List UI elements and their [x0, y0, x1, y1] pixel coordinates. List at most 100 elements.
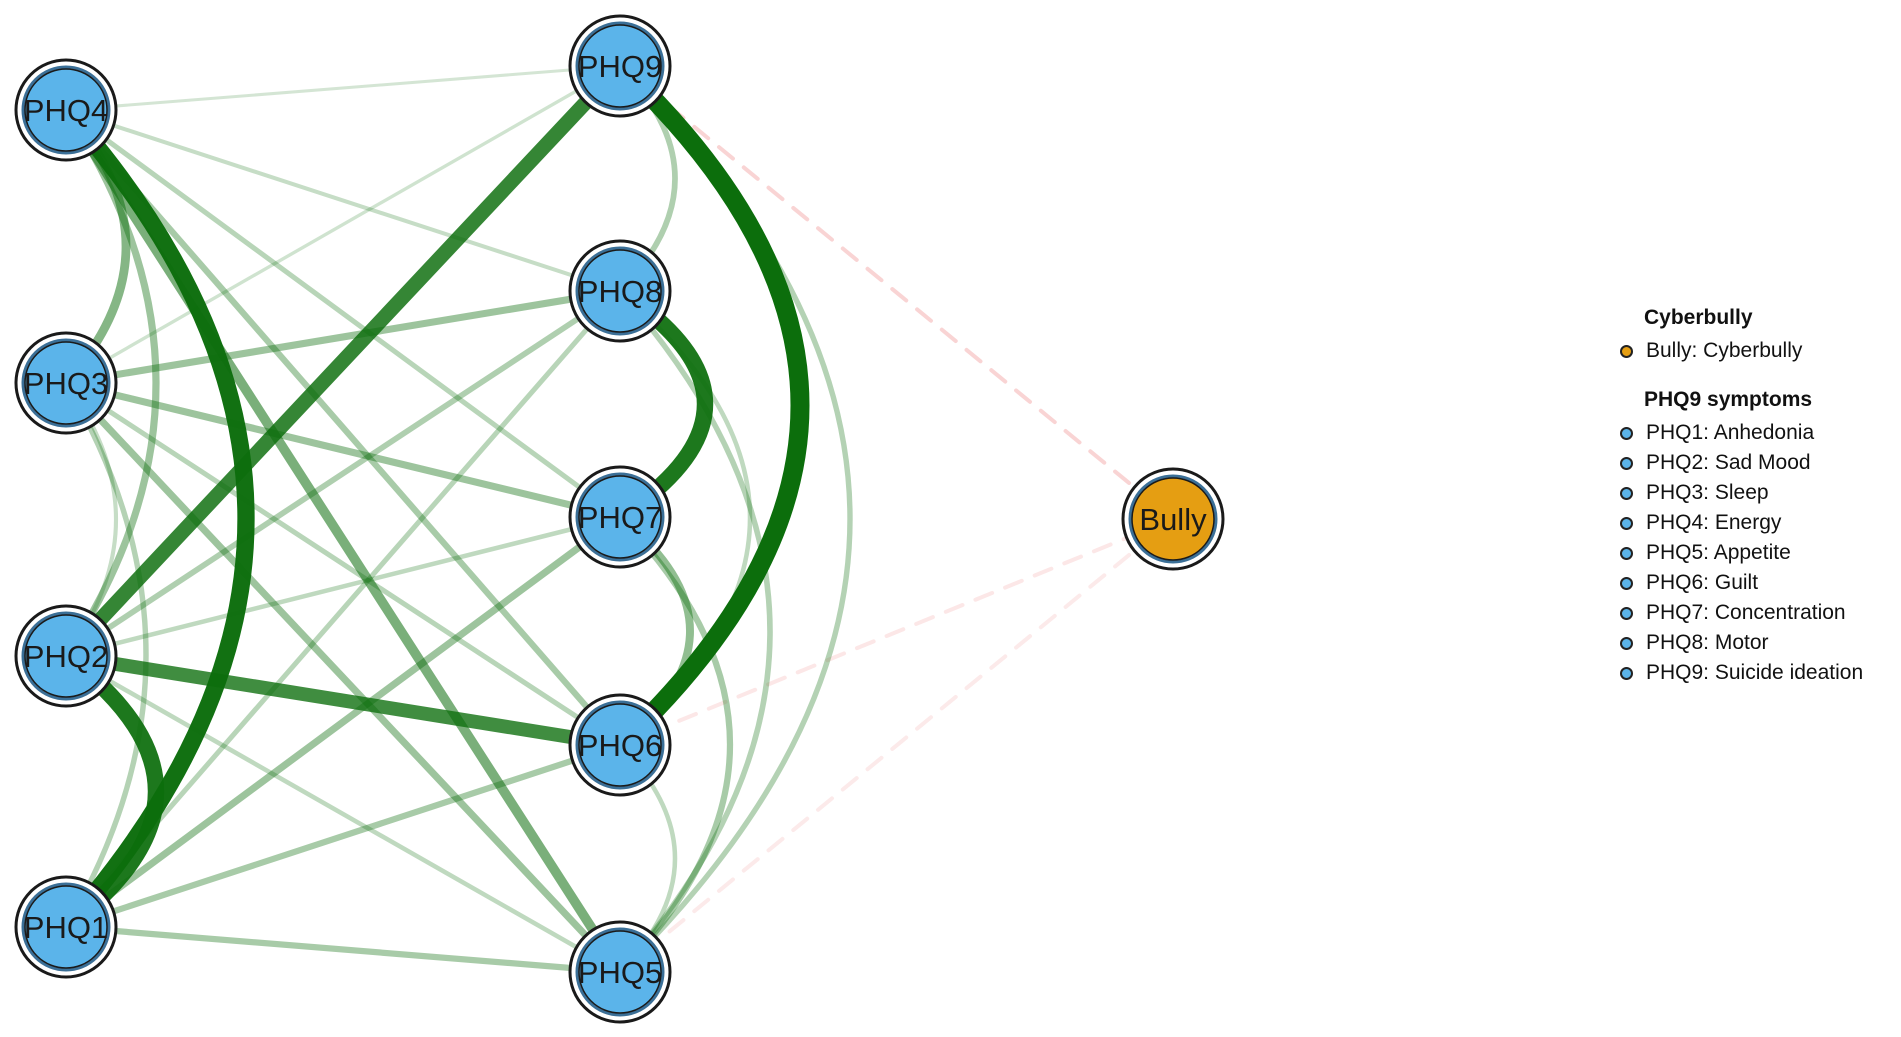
node-phq3: PHQ3 [14, 331, 118, 435]
legend-item-label: PHQ3: Sleep [1646, 481, 1769, 504]
edge-phq3-phq5 [62, 379, 624, 976]
node-fill [578, 703, 662, 787]
node-label: PHQ1 [24, 910, 108, 945]
legend-item-label: PHQ7: Concentration [1646, 601, 1846, 624]
legend-item-label: Bully: Cyberbully [1646, 339, 1803, 362]
legend-dot-icon [1620, 546, 1633, 560]
node-label: Bully [1139, 502, 1207, 537]
legend-dot-icon [1620, 516, 1633, 530]
edge-phq2-phq5 [63, 653, 623, 975]
edge-phq8-phq5 [617, 288, 773, 975]
node-pie-ring [575, 472, 665, 562]
node-pie-ring [575, 700, 665, 790]
node-phq7: PHQ7 [568, 465, 672, 569]
node-label: PHQ9 [578, 49, 662, 84]
edge-phq1-phq7 [62, 513, 624, 931]
node-label: PHQ3 [24, 366, 108, 401]
edge-phq3-phq1 [63, 380, 149, 930]
edge-phq9-phq6 [610, 56, 810, 755]
node-fill [24, 885, 108, 969]
node-fill [578, 249, 662, 333]
node-fill [24, 68, 108, 152]
legend-item: PHQ2: Sad Mood [1614, 448, 1894, 478]
node-label: PHQ6 [578, 728, 662, 763]
node-phq1: PHQ1 [14, 875, 118, 979]
edge-phq1-phq6 [62, 741, 624, 931]
legend-item: PHQ4: Energy [1614, 508, 1894, 538]
legend-item: PHQ1: Anhedonia [1614, 418, 1894, 448]
node-label: PHQ2 [24, 639, 108, 674]
node-fill [24, 341, 108, 425]
edge-phq3-phq7 [62, 379, 624, 521]
edge-phq7-phq5 [616, 513, 734, 976]
node-pie-ring [575, 927, 665, 1017]
legend-item-label: PHQ4: Energy [1646, 511, 1782, 534]
legend-item: PHQ6: Guilt [1614, 568, 1894, 598]
edge-phq4-phq9 [64, 64, 622, 112]
legend-dot-icon [1620, 576, 1633, 590]
edge-phq4-phq2 [62, 106, 160, 660]
edge-layer [57, 56, 1175, 977]
edge-phq9-bully [618, 64, 1175, 521]
legend-item: PHQ3: Sleep [1614, 478, 1894, 508]
legend-dot-icon [1620, 456, 1633, 470]
edge-phq6-bully [618, 517, 1175, 747]
legend-item: PHQ8: Motor [1614, 628, 1894, 658]
legend-item: Bully: Cyberbully [1614, 336, 1894, 366]
legend-dot-icon [1620, 344, 1633, 358]
edge-phq4-phq8 [63, 107, 623, 294]
node-pie-ring [1128, 474, 1218, 564]
edge-phq2-phq7 [63, 514, 623, 659]
node-phq4: PHQ4 [14, 58, 118, 162]
edge-phq3-phq9 [64, 64, 622, 385]
edge-phq2-phq8 [63, 288, 623, 659]
node-pie-ring [21, 882, 111, 972]
node-fill [578, 24, 662, 108]
edge-phq5-bully [618, 517, 1175, 974]
legend-item: PHQ5: Appetite [1614, 538, 1894, 568]
legend-item-label: PHQ8: Motor [1646, 631, 1769, 654]
node-fill [578, 930, 662, 1014]
edge-phq2-phq9 [58, 58, 628, 664]
legend-dot-icon [1620, 426, 1633, 440]
node-label: PHQ4 [24, 93, 108, 128]
edge-phq4-phq1 [57, 101, 255, 936]
legend-dot-icon [1620, 666, 1633, 680]
legend-group-title: PHQ9 symptoms [1644, 388, 1813, 411]
node-phq6: PHQ6 [568, 693, 672, 797]
edge-phq1-phq5 [62, 923, 624, 976]
edge-phq2-phq6 [59, 649, 627, 752]
node-fill [24, 614, 108, 698]
edge-phq3-phq8 [62, 287, 624, 387]
legend-item-label: PHQ5: Appetite [1646, 541, 1791, 564]
legend-item: PHQ7: Concentration [1614, 598, 1894, 628]
legend-dot-icon [1620, 606, 1633, 620]
legend-dot-icon [1620, 486, 1633, 500]
node-fill [1131, 477, 1215, 561]
legend-item-label: PHQ2: Sad Mood [1646, 451, 1811, 474]
legend-item-label: PHQ9: Suicide ideation [1646, 661, 1864, 684]
node-phq8: PHQ8 [568, 239, 672, 343]
node-fill [578, 475, 662, 559]
legend-group-title: Cyberbully [1644, 306, 1753, 329]
node-phq9: PHQ9 [568, 14, 672, 118]
legend-item-label: PHQ1: Anhedonia [1646, 421, 1815, 444]
node-bully: Bully [1121, 467, 1225, 571]
legend-dot-icon [1620, 636, 1633, 650]
node-label: PHQ5 [578, 955, 662, 990]
edge-phq4-phq5 [61, 105, 625, 977]
node-phq5: PHQ5 [568, 920, 672, 1024]
node-pie-ring [21, 611, 111, 701]
node-label: PHQ8 [578, 274, 662, 309]
edge-phq4-phq7 [63, 107, 623, 520]
legend-item-label: PHQ6: Guilt [1646, 571, 1759, 594]
legend-item: PHQ9: Suicide ideation [1614, 658, 1894, 688]
node-pie-ring [21, 65, 111, 155]
node-label: PHQ7 [578, 500, 662, 535]
edge-phq4-phq6 [62, 106, 624, 749]
node-pie-ring [575, 246, 665, 336]
